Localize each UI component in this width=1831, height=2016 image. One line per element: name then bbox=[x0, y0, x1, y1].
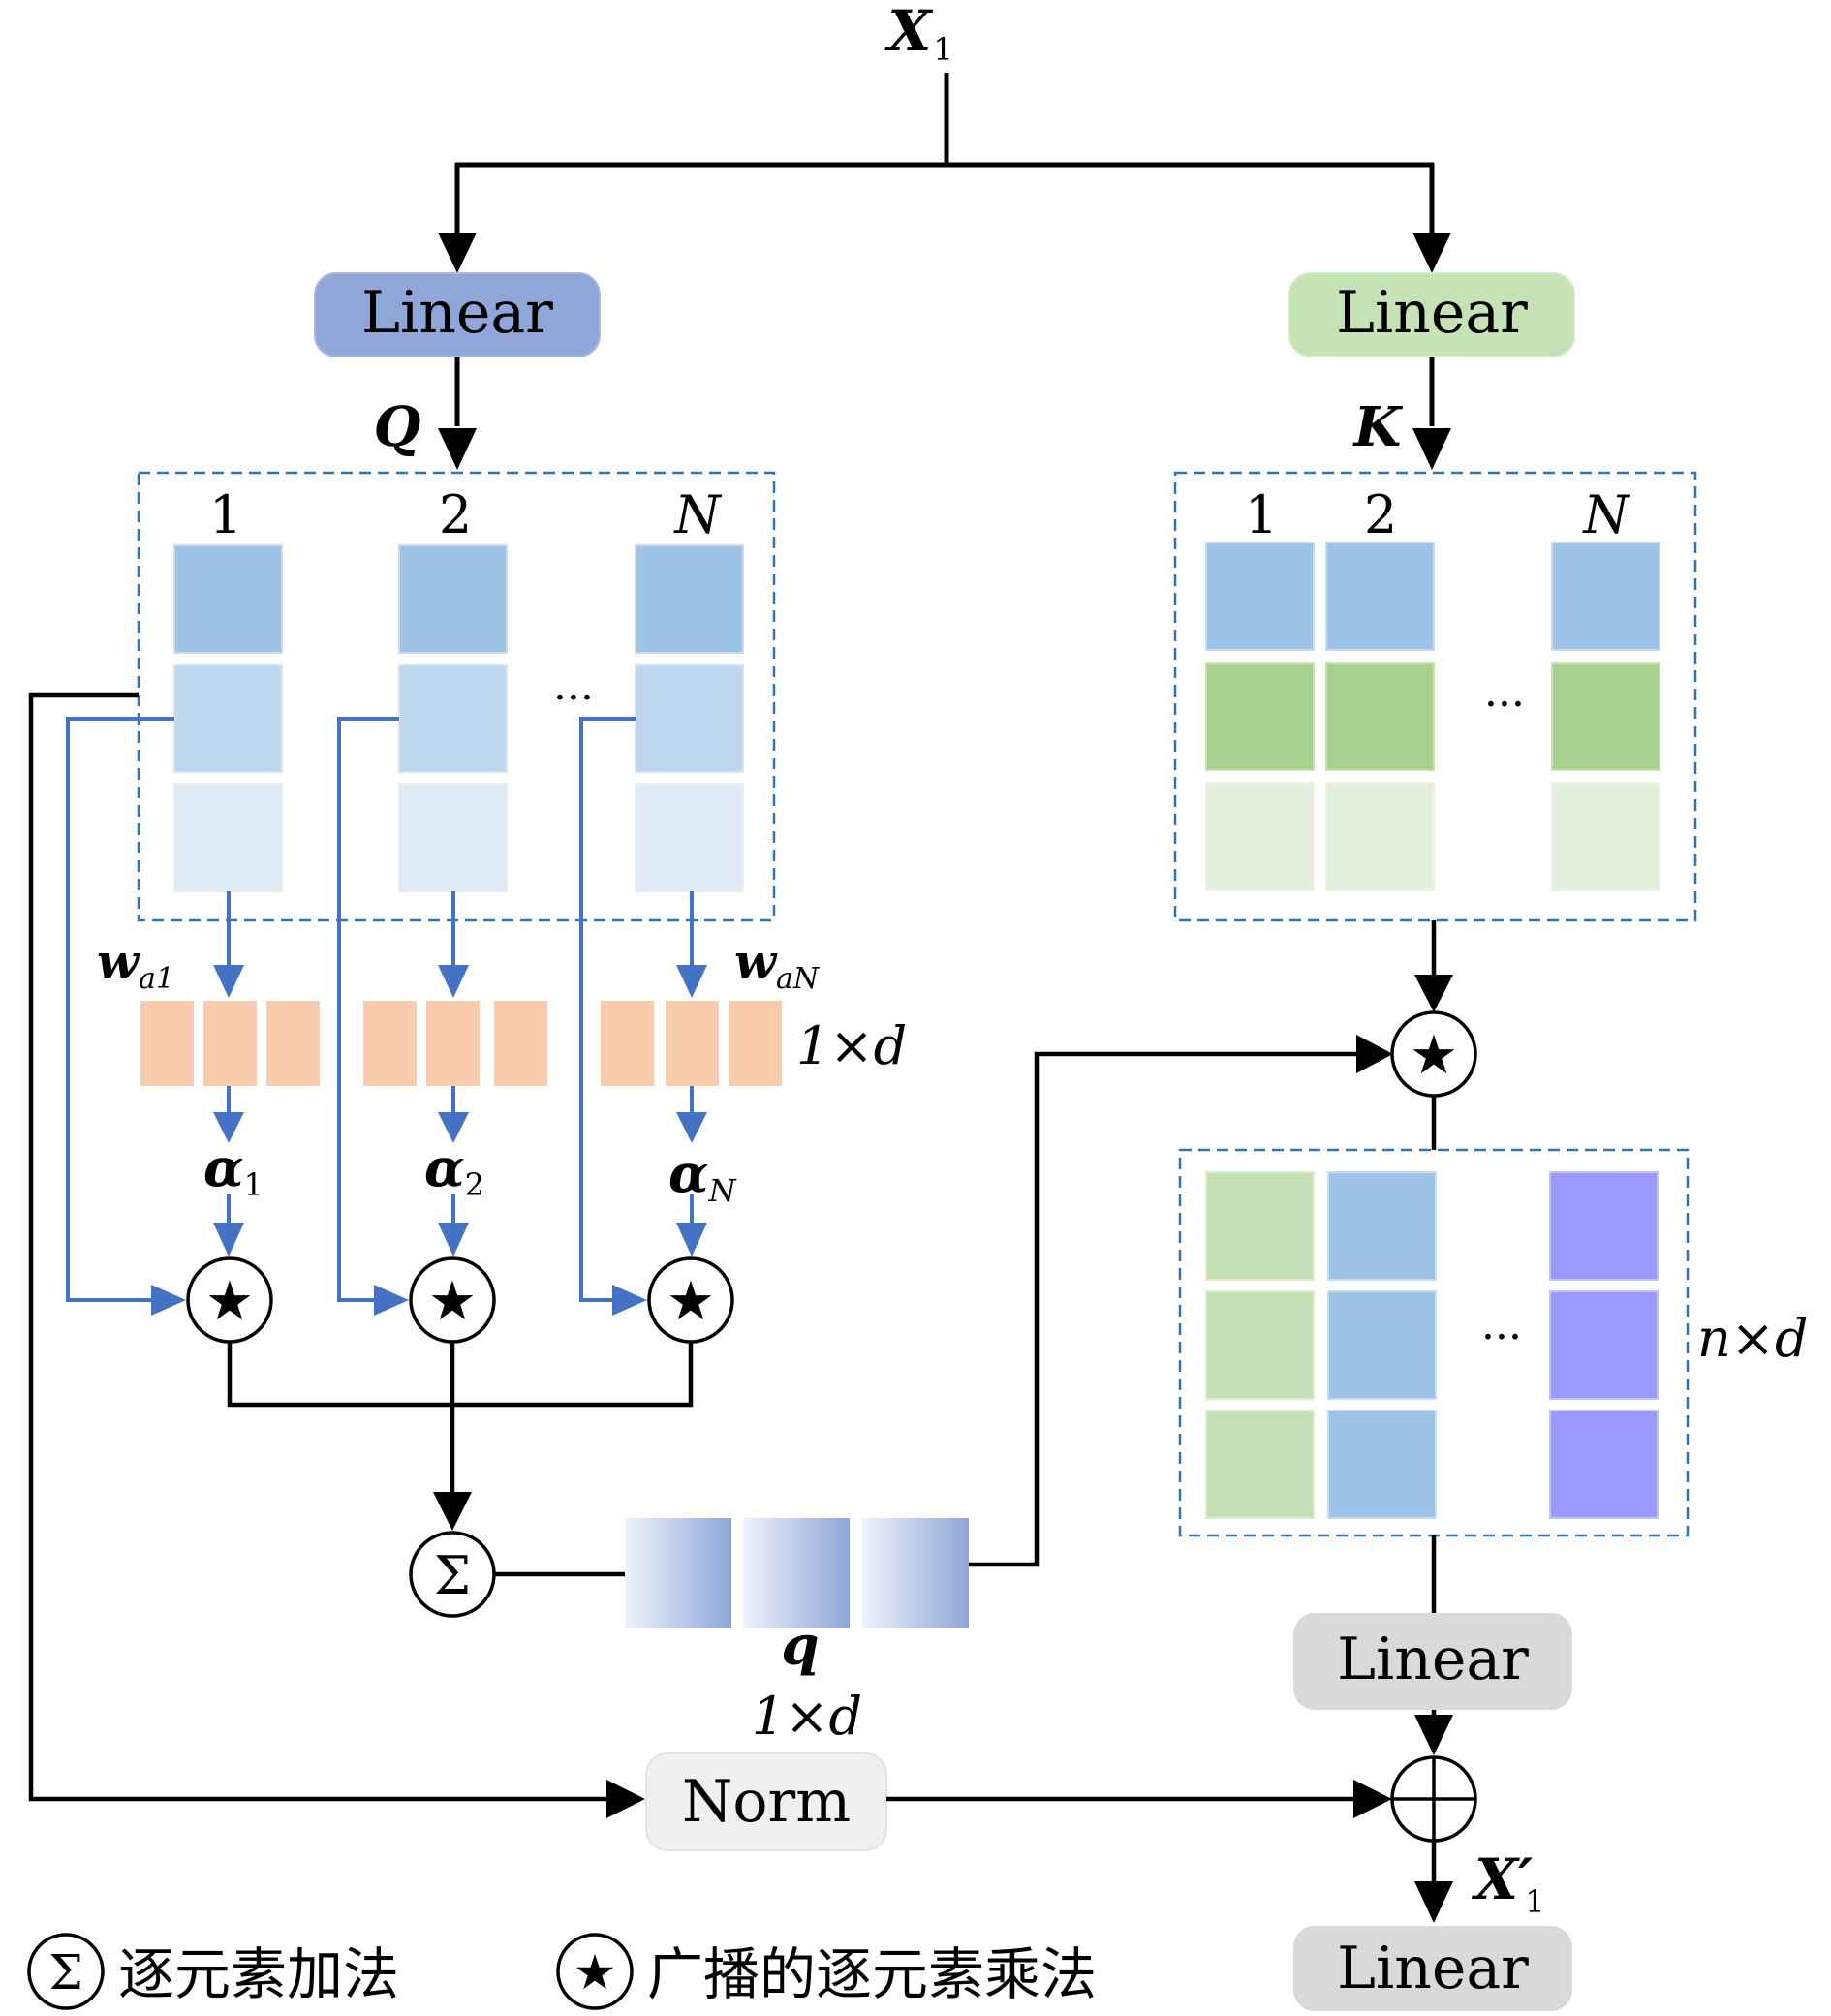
linear-bottom-2-box: Linear bbox=[1293, 1926, 1572, 2011]
w-a1-label: wa1 bbox=[97, 933, 174, 996]
nd-ellipsis: ··· bbox=[1481, 1313, 1522, 1362]
linear-k-box: Linear bbox=[1288, 272, 1575, 357]
norm-to-add-arrowhead bbox=[1353, 1780, 1392, 1818]
linear-k-label: Linear bbox=[1336, 279, 1528, 347]
nd-dim-label: n×d bbox=[1697, 1308, 1809, 1369]
linear-to-add-arrowhead bbox=[1414, 1715, 1453, 1755]
k-matrix-cells bbox=[1205, 542, 1660, 891]
k-to-star-arrowhead bbox=[1414, 975, 1453, 1012]
q-column-1 bbox=[173, 544, 283, 892]
linear-bottom-1-label: Linear bbox=[1337, 1626, 1529, 1693]
norm-box: Norm bbox=[645, 1752, 887, 1851]
svg-text:★: ★ bbox=[667, 1270, 715, 1333]
alpha-1-label: α1 bbox=[203, 1136, 264, 1203]
qk-arrowheads bbox=[438, 428, 1451, 470]
residual-arrowhead bbox=[606, 1780, 645, 1818]
q-skip-lines bbox=[66, 717, 636, 1302]
nd-matrix-cells bbox=[1205, 1171, 1659, 1519]
residual-line bbox=[28, 692, 610, 1802]
legend-star: ★ 广播的逐元素乘法 bbox=[556, 1933, 1097, 2010]
svg-text:★: ★ bbox=[205, 1270, 254, 1333]
q-column-2 bbox=[398, 544, 508, 892]
w-an-label: waN bbox=[734, 933, 821, 996]
w-vectors bbox=[140, 1001, 782, 1086]
legend-star-text: 广播的逐元素乘法 bbox=[647, 1941, 1097, 2007]
star-op-n: ★ bbox=[647, 1256, 734, 1344]
q-col-label-n: N bbox=[672, 484, 722, 545]
legend-star-symbol: ★ bbox=[574, 1944, 617, 2000]
q-vector-label: q bbox=[781, 1614, 819, 1678]
w-to-alpha-arrowheads bbox=[213, 1112, 707, 1256]
w-to-alpha-lines bbox=[227, 1086, 694, 1225]
star-op-1: ★ bbox=[186, 1256, 273, 1344]
q-skip-arrowheads bbox=[151, 1285, 647, 1316]
q-ellipsis: ··· bbox=[553, 673, 594, 723]
linear-q-label: Linear bbox=[361, 279, 553, 347]
w-dim-label: 1×d bbox=[796, 1015, 907, 1076]
k-label: K bbox=[1352, 395, 1404, 459]
svg-text:★: ★ bbox=[1410, 1024, 1458, 1087]
q-to-star-arrowhead bbox=[1356, 1035, 1393, 1073]
legend-sum-symbol: Σ bbox=[48, 1944, 82, 2000]
q-to-w-lines bbox=[227, 891, 694, 969]
alpha-n-label: αN bbox=[668, 1142, 737, 1209]
svg-text:★: ★ bbox=[428, 1270, 477, 1333]
sum-arrowhead bbox=[433, 1492, 472, 1531]
q-label: Q bbox=[374, 395, 421, 459]
input-split-lines bbox=[452, 73, 1437, 267]
norm-label: Norm bbox=[682, 1768, 851, 1836]
linear-q-box: Linear bbox=[314, 272, 601, 357]
q-col-label-1: 1 bbox=[209, 484, 242, 545]
k-col-label-n: N bbox=[1581, 484, 1630, 545]
sum-op: Σ bbox=[409, 1531, 496, 1618]
k-col-label-1: 1 bbox=[1245, 484, 1278, 545]
svg-text:Σ: Σ bbox=[434, 1545, 471, 1606]
k-matrix-box bbox=[1173, 471, 1697, 922]
alpha-2-label: α2 bbox=[424, 1136, 484, 1203]
legend-sum: Σ 逐元素加法 bbox=[27, 1933, 399, 2010]
q-vector-dim: 1×d bbox=[752, 1686, 862, 1747]
q-to-w-arrowheads bbox=[213, 965, 707, 998]
star-merge-lines bbox=[227, 1342, 694, 1497]
q-to-star-line bbox=[969, 1051, 1366, 1567]
add-to-output-arrowhead bbox=[1414, 1881, 1453, 1923]
output-label: X′1 bbox=[1471, 1846, 1545, 1920]
q-column-n bbox=[635, 544, 744, 892]
input-label: X1 bbox=[884, 0, 952, 68]
split-arrowheads bbox=[438, 233, 1451, 273]
k-col-label-2: 2 bbox=[1364, 484, 1397, 545]
star-op-right: ★ bbox=[1390, 1010, 1477, 1098]
k-ellipsis: ··· bbox=[1484, 680, 1525, 729]
q-col-label-2: 2 bbox=[439, 484, 472, 545]
legend-sum-text: 逐元素加法 bbox=[118, 1941, 399, 2007]
add-op bbox=[1390, 1755, 1477, 1843]
linear-bottom-2-label: Linear bbox=[1337, 1935, 1529, 2002]
q-vector bbox=[625, 1518, 969, 1628]
qk-arrows bbox=[454, 357, 1435, 426]
linear-bottom-1-box: Linear bbox=[1293, 1613, 1572, 1710]
star-op-2: ★ bbox=[409, 1256, 496, 1344]
